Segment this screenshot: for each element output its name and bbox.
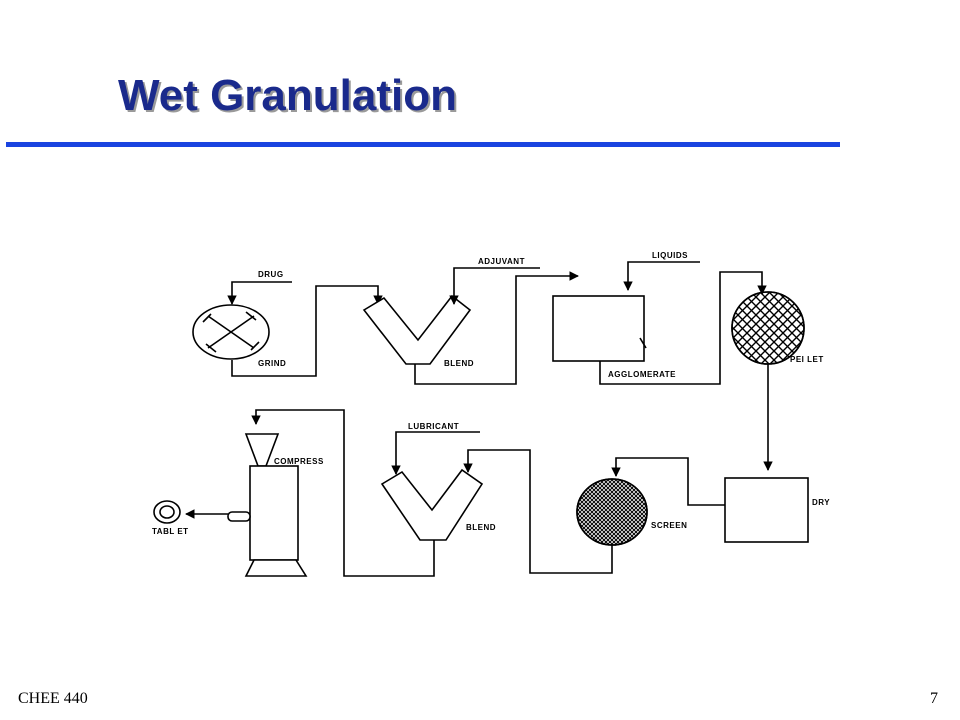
blend-to-compress-line — [251, 409, 435, 577]
compress-label: COMPRESS — [274, 457, 324, 466]
page-number: 7 — [930, 690, 938, 707]
dryer-symbol — [724, 477, 809, 543]
pelletizer-symbol — [731, 291, 805, 365]
drug-label: DRUG — [258, 270, 284, 279]
agglomerate-label: AGGLOMERATE — [608, 370, 676, 379]
screen-symbol — [576, 478, 648, 546]
title-underline — [6, 142, 840, 147]
blend-2-label: BLEND — [466, 523, 496, 532]
liquids-inlet-arrow — [623, 261, 700, 291]
lubricant-label: LUBRICANT — [408, 422, 459, 431]
agglomerate-to-pellet-line — [599, 271, 767, 385]
blender-2-symbol — [380, 468, 484, 541]
lubricant-inlet-arrow — [391, 431, 480, 475]
agglomerator-symbol — [552, 295, 645, 362]
tablet-label: TABL ET — [152, 527, 189, 536]
dryer-to-screen-line — [611, 457, 725, 506]
grind-label: GRIND — [258, 359, 286, 368]
pellet-label: PEI LET — [790, 355, 824, 364]
adjuvant-inlet-arrow — [449, 267, 540, 305]
slide-title: Wet Granulation — [118, 71, 457, 120]
dry-label: DRY — [812, 498, 830, 507]
blend-to-agglomerate-line — [414, 271, 579, 385]
drug-inlet-arrow — [227, 281, 292, 305]
course-code: CHEE 440 — [18, 690, 88, 707]
grinder-symbol — [192, 304, 270, 360]
tablet-press-symbol — [227, 433, 308, 577]
screen-to-blend-line — [463, 449, 613, 574]
screen-label: SCREEN — [651, 521, 687, 530]
blender-1-symbol — [362, 294, 472, 365]
liquids-label: LIQUIDS — [652, 251, 688, 260]
grind-to-blend-line — [231, 285, 383, 377]
adjuvant-label: ADJUVANT — [478, 257, 525, 266]
tablet-symbol — [153, 500, 181, 524]
blend-1-label: BLEND — [444, 359, 474, 368]
